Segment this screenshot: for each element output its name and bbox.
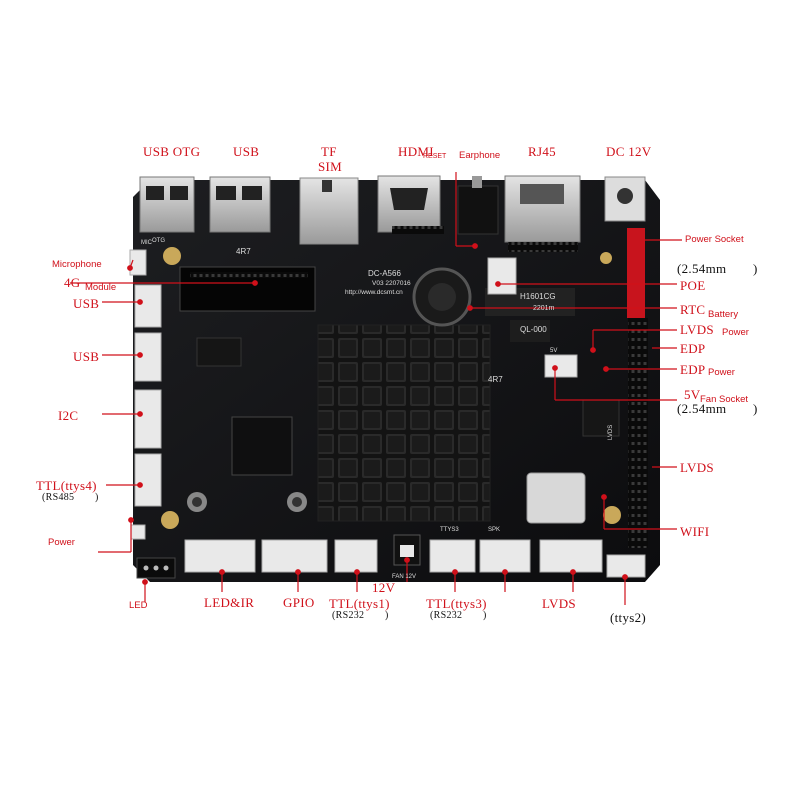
hdmi-port [377, 175, 444, 234]
label-5v: 5V [684, 387, 701, 402]
earphone-jack [457, 176, 499, 235]
label-tf: TF [321, 144, 337, 159]
silkscreen-text: DC-A566 V03 2207016 http://www.dcsmt.cn … [141, 238, 614, 580]
label-sim: SIM [318, 159, 343, 174]
label-power-right-1: Power [722, 327, 749, 338]
label-ttl-ttys1: TTL(ttys1) [329, 596, 390, 611]
label-usb-otg: USB OTG [143, 144, 201, 159]
label-4g: 4G [64, 275, 81, 290]
label-edp-1: EDP [680, 341, 706, 356]
label-rs232-1: (RS232 ) [332, 610, 389, 621]
label-power-left: Power [48, 537, 75, 548]
rj45-port [504, 175, 581, 252]
led-header [136, 557, 176, 579]
label-rs485: (RS485 ) [42, 492, 99, 503]
rtc-battery [412, 267, 472, 327]
label-usb-left-2: USB [73, 349, 100, 364]
wifi-module [526, 472, 586, 524]
label-rs232-3: (RS232 ) [430, 610, 487, 621]
heatsink [317, 324, 491, 522]
label-ttl-ttys4: TTL(ttys4) [36, 478, 97, 493]
silk-inductor: 4R7 [236, 247, 251, 256]
fan-5v-connector [544, 354, 578, 378]
silk-chip-mark: H1601CG [520, 292, 556, 301]
silk-version: V03 2207016 [372, 280, 411, 287]
label-battery: Battery [708, 309, 739, 320]
label-lvds-bottom: LVDS [542, 596, 576, 611]
label-pitch-1: (2.54mm ) [677, 261, 758, 276]
label-pitch-2: (2.54mm ) [677, 401, 758, 416]
silk-chip-code: QL-000 [520, 325, 547, 334]
right-pin-header [628, 318, 648, 548]
label-i2c: I2C [58, 408, 79, 423]
label-lvds-right-1: LVDS [680, 322, 714, 337]
label-hdmi: HDMI [398, 144, 434, 159]
label-power-socket: Power Socket [685, 234, 744, 245]
usb-otg-port [139, 176, 195, 233]
silk-fan: FAN 12V [392, 574, 416, 580]
left-connectors [129, 249, 162, 540]
mounting-holes [161, 247, 621, 529]
red-power-header [627, 228, 645, 318]
label-edp-2: EDP [680, 362, 706, 377]
4g-module-slot [179, 266, 316, 312]
label-poe: POE [680, 278, 706, 293]
silk-ttys3: TTYS3 [440, 527, 459, 533]
label-lvds-right-2: LVDS [680, 460, 714, 475]
label-fan-socket: Fan Socket [700, 394, 749, 405]
label-ttys2: (ttys2) [610, 610, 647, 625]
silk-mic: MIC [141, 240, 153, 246]
label-wifi: WIFI [680, 524, 710, 539]
silk-spk: SPK [488, 527, 500, 533]
silk-website: http://www.dcsmt.cn [345, 289, 403, 296]
label-12v: 12V [372, 580, 396, 595]
label-earphone: Earphone [459, 150, 501, 161]
tf-sim-slot [299, 177, 359, 245]
silk-lvds: LVDS [608, 425, 614, 440]
silk-chip-mark2: 2201m [533, 305, 555, 312]
label-usb-left-1: USB [73, 296, 100, 311]
leader-lines [70, 172, 682, 605]
label-module: Module [85, 282, 117, 293]
label-rtc: RTC [680, 302, 706, 317]
label-led: LED [129, 600, 148, 611]
label-usb-top: USB [233, 144, 260, 159]
chips [196, 288, 620, 476]
label-led-ir: LED&IR [204, 595, 255, 610]
dc-jack [604, 176, 646, 222]
label-reset: RESET [423, 153, 447, 160]
standoffs [187, 492, 307, 512]
silk-otg: OTG [152, 238, 165, 244]
label-microphone: Microphone [52, 259, 102, 270]
usb-top-port [209, 176, 271, 233]
label-dc12v: DC 12V [606, 144, 652, 159]
silk-5v: 5V [550, 348, 557, 354]
silk-model: DC-A566 [368, 269, 401, 278]
silk-inductor-2: 4R7 [488, 375, 503, 384]
poe-connector [487, 257, 517, 295]
label-rj45: RJ45 [528, 144, 556, 159]
label-power-right-2: Power [708, 367, 735, 378]
label-ttl-ttys3: TTL(ttys3) [426, 596, 487, 611]
bottom-connectors [184, 539, 646, 578]
label-gpio: GPIO [283, 595, 315, 610]
